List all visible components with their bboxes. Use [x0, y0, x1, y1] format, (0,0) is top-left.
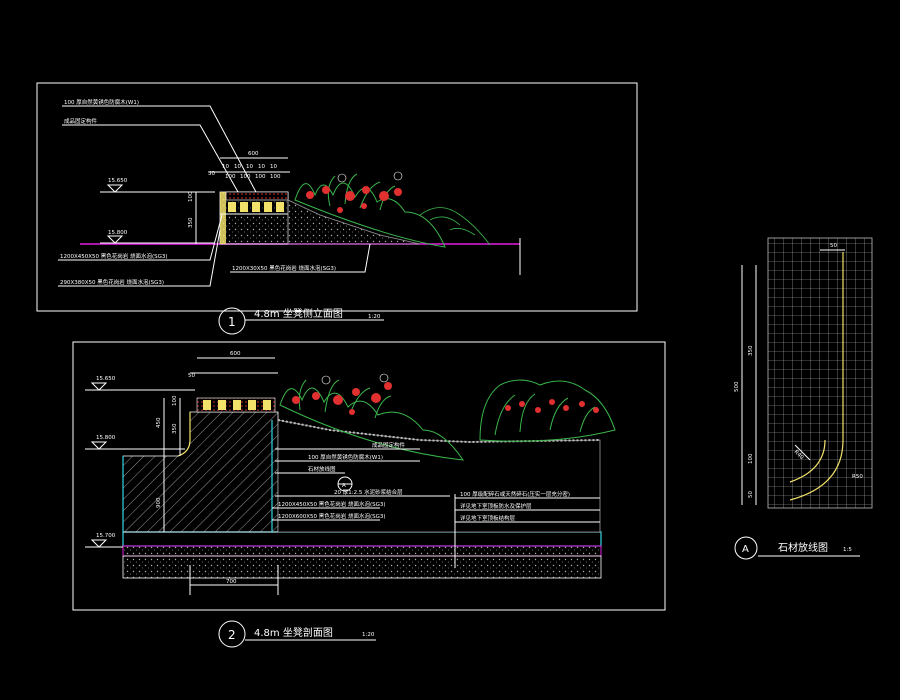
drawing-1-title: 4.8m 坐凳侧立面图 [254, 307, 343, 320]
svg-text:900: 900 [156, 497, 162, 508]
svg-text:100: 100 [748, 453, 754, 464]
layer-protection [122, 545, 602, 557]
svg-text:A: A [742, 544, 749, 555]
level-mark-2-15650: 15.650 [85, 376, 195, 391]
svg-text:50: 50 [208, 171, 215, 177]
svg-text:350: 350 [188, 217, 194, 228]
dim-bottom-2: 700 [189, 565, 279, 595]
bench-slats [228, 202, 284, 212]
svg-text:100: 100 [255, 174, 266, 180]
svg-text:350: 350 [172, 423, 178, 434]
annotation-fixing-2: 成品固定构件 [372, 441, 406, 449]
svg-text:10: 10 [234, 164, 241, 170]
annotation-gravel: 100 厚级配碎石或天然碎石(压实一层充分密) [460, 490, 570, 498]
drawing-1-scale: 1:20 [368, 314, 381, 320]
annotation-granite-5: 1200X600X50 黑色花岗岩 烧面水泡(SG3) [278, 512, 386, 520]
drawing-a-scale: 1:5 [843, 547, 852, 553]
dim-vertical-a: 500 350 100 50 [734, 265, 757, 505]
svg-text:100: 100 [225, 174, 236, 180]
level-mark-15800: 15.800 [100, 230, 215, 244]
level-mark-2-15700: 15.700 [85, 533, 123, 548]
planting-1 [294, 171, 491, 248]
svg-text:500: 500 [734, 381, 740, 392]
bench-section-body [122, 411, 279, 533]
svg-text:15.800: 15.800 [108, 230, 128, 236]
bench-wood-top [225, 191, 289, 201]
svg-text:10: 10 [246, 164, 253, 170]
stone-outer-curve [789, 252, 844, 501]
bench-stone-face [220, 192, 226, 244]
drawing-2-section: 15.650 15.800 15.700 450 350 900 100 600… [72, 341, 666, 648]
layer-structure [122, 555, 602, 579]
svg-text:10: 10 [222, 164, 229, 170]
svg-text:600: 600 [248, 151, 259, 157]
annotation-granite-2: 290X380X50 黑色花岗岩 烧面水泡(SG3) [60, 278, 164, 286]
svg-text:50: 50 [188, 373, 195, 379]
seat-slats-2 [203, 400, 271, 410]
dim-top-1: 600 50 10 10 10 10 10 100 100 100 100 [208, 151, 290, 180]
drawing-2-frame [72, 341, 666, 611]
svg-text:10: 10 [258, 164, 265, 170]
annotation-wood-2: 100 厚自然黄锈色防腐木(W1) [308, 453, 383, 461]
annotation-mortar: 20 厚1:2.5 水泥砂浆结合层 [334, 488, 403, 496]
svg-text:100: 100 [270, 174, 281, 180]
dim-vertical-1: 100 350 [188, 191, 197, 244]
annotation-granite-1: 1200X450X50 黑色花岗岩 烧面水泡(SG3) [60, 252, 168, 260]
planting-2 [279, 373, 616, 461]
svg-text:1: 1 [228, 315, 236, 329]
stone-inner-curve [789, 439, 826, 483]
drawing-1-title-block: 1 4.8m 坐凳侧立面图 1:20 [218, 307, 384, 335]
level-mark-15650: 15.650 [100, 178, 215, 193]
dim-vertical-2: 450 350 900 100 [156, 395, 181, 532]
svg-text:A: A [342, 483, 346, 489]
svg-text:350: 350 [748, 345, 754, 356]
drawing-a-title-block: A 石材放线图 1:5 [734, 536, 860, 560]
annotation-waterproof: 详见地下室顶板防水及保护层 [460, 502, 532, 510]
svg-text:450: 450 [156, 417, 162, 428]
annotation-structure: 详见地下室顶板结构层 [460, 514, 516, 522]
dim-top-2: 600 50 [188, 351, 278, 379]
svg-text:10: 10 [270, 164, 277, 170]
drawing-2-scale: 1:20 [362, 632, 375, 638]
stone-grid [767, 237, 873, 509]
drawing-2-number-circle [218, 620, 246, 648]
level-mark-2-15800: 15.800 [85, 435, 185, 450]
annotations-2: 成品固定构件 100 厚自然黄锈色防腐木(W1) 石材放线图 20 厚1:2.5… [272, 441, 600, 568]
layer-waterproof [122, 531, 602, 547]
svg-text:50: 50 [830, 243, 837, 249]
svg-text:100: 100 [188, 191, 194, 202]
annotation-granite-4: 1200X450X50 黑色花岗岩 烧面水泡(SG3) [278, 500, 386, 508]
svg-text:100: 100 [240, 174, 251, 180]
svg-text:100: 100 [172, 395, 178, 406]
annotation-fixing-1: 成品固定构件 [64, 117, 98, 125]
drawing-2-title: 4.8m 坐凳剖面图 [254, 626, 333, 639]
soil-slope [287, 199, 421, 245]
drawing-2-title-block: 2 4.8m 坐凳剖面图 1:20 [218, 620, 376, 648]
radius-leader [794, 444, 811, 461]
svg-text:15.700: 15.700 [96, 533, 116, 539]
drawing-1-number-circle [218, 307, 246, 335]
svg-text:15.650: 15.650 [108, 178, 128, 184]
drawing-a-stone-layout: 500 350 100 50 50 R40 R50 A 石材放线图 1:5 [734, 237, 873, 560]
svg-text:50: 50 [748, 491, 754, 498]
svg-text:700: 700 [226, 579, 237, 585]
svg-text:15.800: 15.800 [96, 435, 116, 441]
svg-text:2: 2 [228, 628, 236, 642]
svg-text:R50: R50 [852, 474, 863, 480]
drawing-1-elevation: 15.650 15.800 100 350 600 50 10 10 10 10… [36, 82, 638, 335]
section-mark-a: A [337, 476, 353, 492]
annotation-wood-1: 100 厚自然黄锈色防腐木(W1) [64, 98, 139, 106]
drawing-1-frame [36, 82, 638, 312]
drawing-a-letter-circle [734, 536, 758, 560]
annotations-1: 100 厚自然黄锈色防腐木(W1) 成品固定构件 1200X450X50 黑色花… [58, 98, 371, 287]
svg-text:15.650: 15.650 [96, 376, 116, 382]
drawing-a-title: 石材放线图 [778, 541, 828, 554]
svg-text:600: 600 [230, 351, 241, 357]
annotation-stone-layout: 石材放线图 [308, 465, 336, 473]
annotation-granite-3: 1200X30X50 黑色花岗岩 烧面水泡(SG3) [232, 264, 336, 272]
